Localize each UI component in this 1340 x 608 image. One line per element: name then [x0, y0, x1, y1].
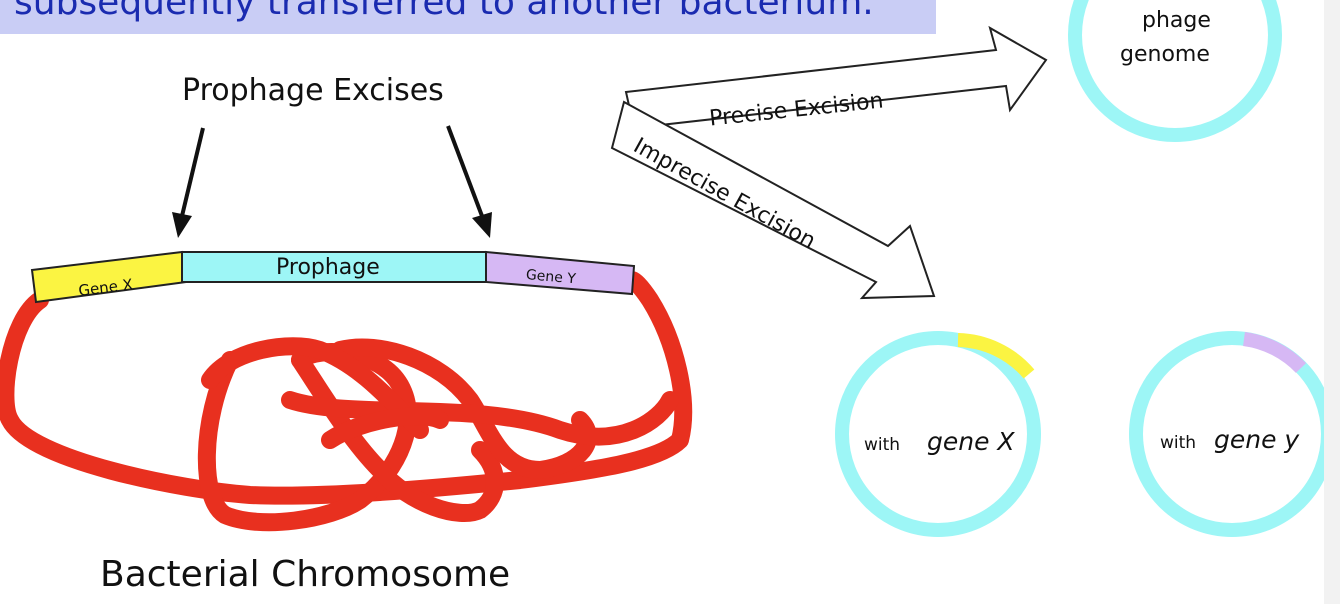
phage-genome-ring	[1068, 0, 1282, 142]
bacterial-chromosome-label: Bacterial Chromosome	[100, 554, 510, 595]
right-excision-arrowhead	[472, 212, 492, 238]
gene-x-genome-arc	[957, 333, 1035, 379]
gene-y-italic-label: gene y	[1214, 425, 1300, 454]
gene-strip	[30, 250, 636, 304]
caption-highlight	[0, 0, 936, 34]
gene-y-segment	[485, 250, 636, 296]
prophage-excises-label: Prophage Excises	[182, 73, 444, 108]
gene-y-label: Gene Y	[525, 267, 577, 287]
with-label-x: with	[864, 435, 900, 455]
precise-excision-arrow	[624, 25, 1048, 130]
left-excision-arrowhead	[172, 212, 192, 238]
page-edge	[1324, 0, 1340, 604]
genome-with-gene-x	[835, 331, 1041, 537]
gene-x-italic-label: gene X	[927, 427, 1015, 456]
gene-x-genome-ring	[835, 331, 1041, 537]
right-excision-arrow	[446, 125, 484, 217]
phage-genome-label-line2: genome	[1120, 42, 1210, 67]
prophage-label: Prophage	[276, 255, 380, 280]
caption-text: subsequently transferred to another bact…	[14, 0, 874, 23]
phage-genome-label-line1: phage	[1142, 8, 1211, 33]
left-excision-arrow	[180, 127, 205, 217]
with-label-y: with	[1160, 433, 1196, 453]
gene-y-genome-arc	[1242, 332, 1307, 373]
imprecise-excision-arrow	[610, 100, 936, 300]
bacterial-chromosome	[0, 271, 693, 532]
